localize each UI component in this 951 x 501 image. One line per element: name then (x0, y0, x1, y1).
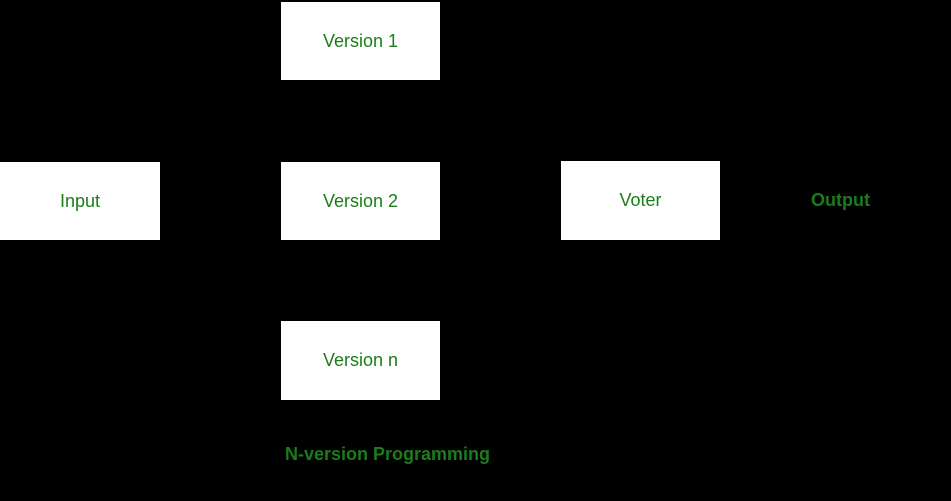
voter-label: Voter (619, 190, 662, 210)
output-label-area: Output (730, 161, 951, 240)
diagram-caption: N-version Programming (285, 444, 491, 464)
version-n-label: Version n (322, 350, 399, 370)
input-label: Input (59, 190, 101, 211)
version-1-box: Version 1 (281, 2, 440, 80)
version-2-box: Version 2 (281, 162, 440, 240)
input-box: Input (0, 162, 160, 240)
version-1-label: Version 1 (322, 30, 399, 51)
version-2-label: Version 2 (322, 190, 399, 211)
version-n-box: Version n (281, 321, 440, 400)
voter-box: Voter (561, 161, 720, 240)
output-label: Output (811, 190, 870, 210)
